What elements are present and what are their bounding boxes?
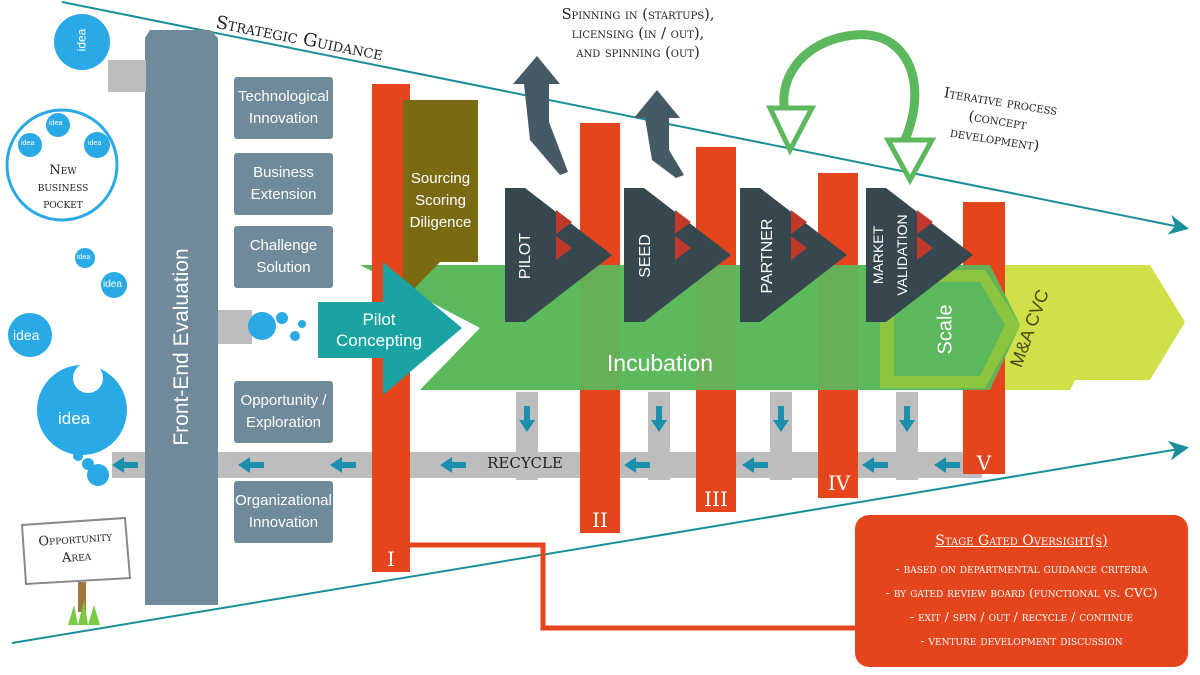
gate-label-2: II xyxy=(592,508,608,532)
idea-label-pocket-1: idea xyxy=(49,120,63,127)
category-opportunity-exploration: Opportunity / Exploration xyxy=(234,381,333,443)
stage-shapes xyxy=(505,188,973,322)
sourcing-line-1: Sourcing xyxy=(410,170,471,187)
drop-arrow-3 xyxy=(773,406,789,432)
spinning-line-1: Spinning in (startups), xyxy=(561,7,715,23)
funnel-top-line xyxy=(61,1,1189,235)
oversight-item: - exit / spin / out / recycle / continue xyxy=(909,609,1134,624)
spin-out-arrows xyxy=(513,56,684,178)
pocket-line-3: pocket xyxy=(43,197,83,212)
drop-arrow-2 xyxy=(651,406,667,432)
sourcing-label: Sourcing Scoring Diligence xyxy=(403,168,478,234)
recycle-arrow-8 xyxy=(934,457,960,473)
gate-label-5: V xyxy=(976,451,992,475)
idea-bubble-large xyxy=(37,365,127,455)
oversight-title: Stage Gated Oversight(s) xyxy=(935,533,1108,549)
sourcing-block xyxy=(403,100,478,300)
recycle-arrow-3 xyxy=(330,457,356,473)
sourcing-line-3: Diligence xyxy=(409,214,472,231)
opportunity-area-sign xyxy=(20,516,132,586)
sourcing-line-2: Scoring xyxy=(415,192,466,209)
recycle-drop-4 xyxy=(896,392,918,480)
recycle-arrow-2 xyxy=(238,457,264,473)
category-organizational-innovation: Organizational Innovation xyxy=(234,481,333,543)
idea-label-small-2: idea xyxy=(103,279,122,290)
pilot-concepting-label: Pilot Concepting xyxy=(320,309,438,351)
idea-connector-mid xyxy=(218,310,252,344)
incubation-label: Incubation xyxy=(606,350,714,376)
new-business-pocket-label: New business pocket xyxy=(22,162,104,213)
category-business-extension: Business Extension xyxy=(234,153,333,215)
oversight-item: - by gated review board (functional vs. … xyxy=(885,585,1158,600)
category-challenge-solution: Challenge Solution xyxy=(234,226,333,288)
oversight-list: - based on departmental guidance criteri… xyxy=(855,557,1188,653)
recycle-drop-3 xyxy=(770,392,792,480)
drop-arrow-1 xyxy=(519,406,535,432)
spin-out-arrow-2 xyxy=(634,90,684,178)
oversight-item: - venture development discussion xyxy=(920,633,1123,648)
pocket-line-2: business xyxy=(37,180,89,195)
pilot-concepting-line-2: Concepting xyxy=(335,331,422,350)
idea-label-mid: idea xyxy=(13,327,40,343)
recycle-arrow-5 xyxy=(624,457,650,473)
idea-label-pocket-3: idea xyxy=(88,140,102,147)
pilot-concepting-line-1: Pilot xyxy=(362,310,396,329)
gate-label-1: I xyxy=(387,547,395,571)
idea-label-pocket-2: idea xyxy=(21,140,35,147)
pocket-line-1: New xyxy=(49,163,77,178)
spinning-line-2: licensing (in / out), xyxy=(571,26,705,42)
loop-arrowhead-left xyxy=(766,105,817,156)
ma-chevron-body xyxy=(980,265,1105,390)
recycle-arrow-4 xyxy=(440,457,466,473)
funnel-bottom-line xyxy=(11,440,1189,644)
idea-label-large: idea xyxy=(58,409,91,428)
oversight-item: - based on departmental guidance criteri… xyxy=(895,561,1148,576)
gate-label-3: III xyxy=(704,487,728,511)
drop-arrow-4 xyxy=(899,406,915,432)
idea-connector-top xyxy=(108,60,146,92)
spinning-line-3: and spinning (out) xyxy=(576,45,700,61)
iterative-loop xyxy=(779,30,920,142)
recycle-arrow-7 xyxy=(862,457,888,473)
idea-bubble-top xyxy=(54,14,110,70)
recycle-label: RECYCLE xyxy=(487,454,563,472)
pilot-concepting-arrow xyxy=(318,262,462,395)
recycle-arrow-6 xyxy=(742,457,768,473)
recycle-drop-2 xyxy=(648,392,670,480)
oversight-connector xyxy=(392,542,860,631)
spin-out-arrow-1 xyxy=(513,56,568,175)
gate-label-4: IV xyxy=(827,471,851,495)
category-technological-innovation: Technological Innovation xyxy=(234,77,333,139)
spinning-label: Spinning in (startups), licensing (in / … xyxy=(538,6,738,63)
loop-arrowhead-right xyxy=(883,137,937,186)
stage-gated-oversight-box: Stage Gated Oversight(s) - based on depa… xyxy=(855,515,1188,667)
recycle-drop-1 xyxy=(516,392,538,480)
idea-label-small-1: idea xyxy=(77,254,91,261)
recycle-arrow-1 xyxy=(112,457,138,473)
